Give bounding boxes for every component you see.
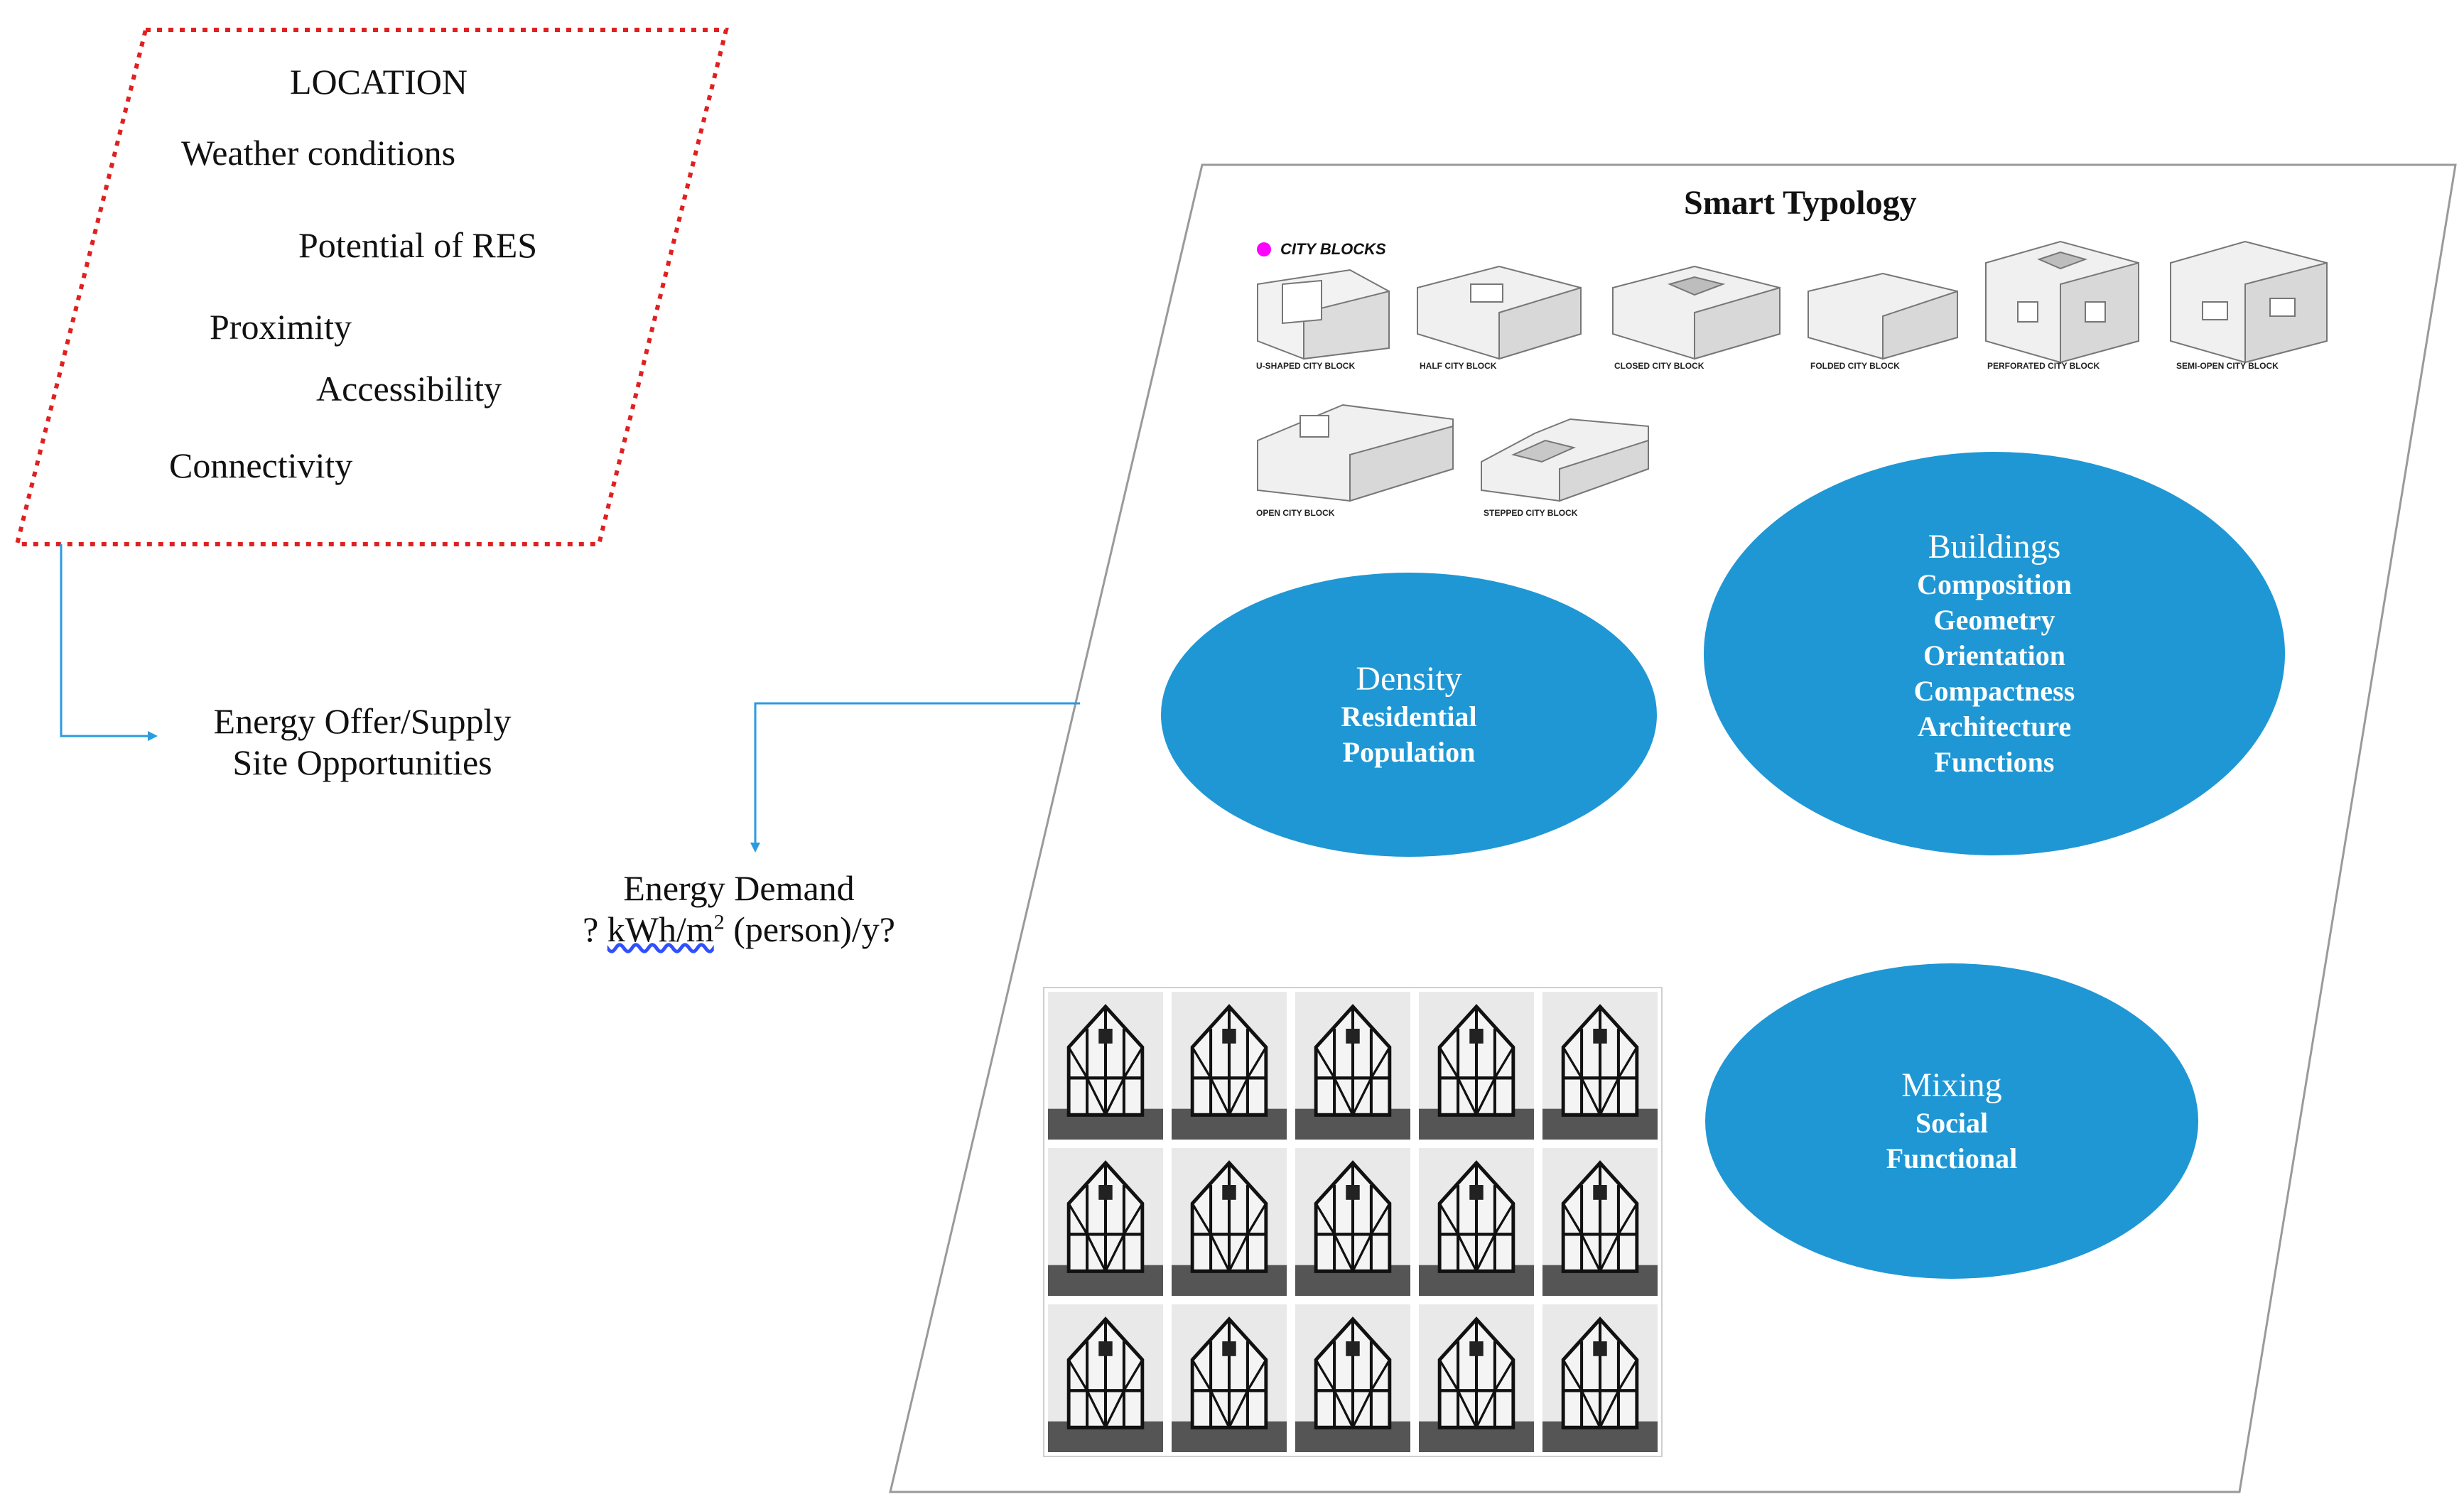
open-block-icon — [1257, 404, 1454, 502]
location-item-accessibility: Accessibility — [316, 369, 502, 409]
house-photo — [1419, 1304, 1534, 1452]
location-item-proximity: Proximity — [210, 307, 352, 347]
block-label-semi-open: SEMI-OPEN CITY BLOCK — [2176, 361, 2279, 371]
block-label-half: HALF CITY BLOCK — [1420, 361, 1497, 371]
location-to-supply-arrow — [60, 544, 158, 741]
location-item-weather: Weather conditions — [181, 133, 456, 173]
house-photo — [1542, 1304, 1658, 1452]
buildings-item: Architecture — [1917, 710, 2072, 742]
supply-line1: Energy Offer/Supply — [213, 701, 512, 741]
city-blocks-dot — [1257, 242, 1271, 256]
block-label-folded: FOLDED CITY BLOCK — [1810, 361, 1900, 371]
house-photo — [1295, 1304, 1410, 1452]
location-item-connectivity: Connectivity — [169, 445, 353, 485]
house-photo — [1172, 1304, 1287, 1452]
location-box — [14, 28, 729, 546]
demand-line1: Energy Demand — [623, 868, 855, 908]
location-item-res: Potential of RES — [298, 225, 538, 265]
density-ellipse: Density Residential Population — [1161, 573, 1657, 857]
block-label-closed: CLOSED CITY BLOCK — [1614, 361, 1704, 371]
house-photo — [1295, 1148, 1410, 1296]
house-photo-grid — [1044, 988, 1662, 1456]
buildings-item: Composition — [1917, 568, 2072, 600]
house-photo — [1048, 1148, 1163, 1296]
buildings-item: Geometry — [1933, 603, 2055, 636]
block-label-stepped: STEPPED CITY BLOCK — [1484, 508, 1578, 518]
house-photo — [1542, 992, 1658, 1140]
buildings-item: Functions — [1934, 745, 2055, 778]
mixing-ellipse: Mixing Social Functional — [1705, 963, 2198, 1279]
house-photo — [1419, 992, 1534, 1140]
house-photo — [1542, 1148, 1658, 1296]
perforated-block-icon — [1985, 240, 2139, 364]
supply-line2: Site Opportunities — [232, 742, 492, 782]
typology-to-demand-arrow — [750, 702, 1080, 853]
buildings-item: Orientation — [1923, 639, 2065, 671]
density-item: Residential — [1341, 700, 1477, 732]
house-photo — [1048, 1304, 1163, 1452]
house-photo — [1048, 992, 1163, 1140]
location-title: LOCATION — [290, 62, 468, 102]
house-photo — [1419, 1148, 1534, 1296]
demand-line2: ? kWh/m2 (person)/y? — [583, 909, 895, 949]
city-blocks-header: CITY BLOCKS — [1280, 240, 1386, 258]
density-title: Density — [1356, 660, 1462, 698]
typology-title: Smart Typology — [1684, 184, 1917, 222]
buildings-title: Buildings — [1928, 528, 2061, 566]
buildings-item: Compactness — [1913, 674, 2075, 707]
house-photo — [1172, 992, 1287, 1140]
mixing-item: Social — [1915, 1106, 1989, 1139]
stepped-block-icon — [1481, 418, 1649, 502]
block-label-u-shaped: U-SHAPED CITY BLOCK — [1256, 361, 1356, 371]
folded-block-icon — [1808, 272, 1958, 360]
u-shaped-block-icon — [1257, 269, 1390, 360]
house-photo — [1172, 1148, 1287, 1296]
density-item: Population — [1342, 735, 1476, 768]
house-photo — [1295, 992, 1410, 1140]
closed-block-icon — [1612, 265, 1781, 360]
mixing-title: Mixing — [1901, 1066, 2002, 1105]
mixing-item: Functional — [1886, 1142, 2018, 1174]
semi-open-block-icon — [2170, 240, 2328, 364]
buildings-ellipse: Buildings Composition Geometry Orientati… — [1704, 452, 2285, 855]
demand-unit: kWh/m — [607, 909, 714, 949]
block-label-open: OPEN CITY BLOCK — [1256, 508, 1335, 518]
half-block-icon — [1417, 265, 1582, 360]
block-label-perforated: PERFORATED CITY BLOCK — [1987, 361, 2100, 371]
